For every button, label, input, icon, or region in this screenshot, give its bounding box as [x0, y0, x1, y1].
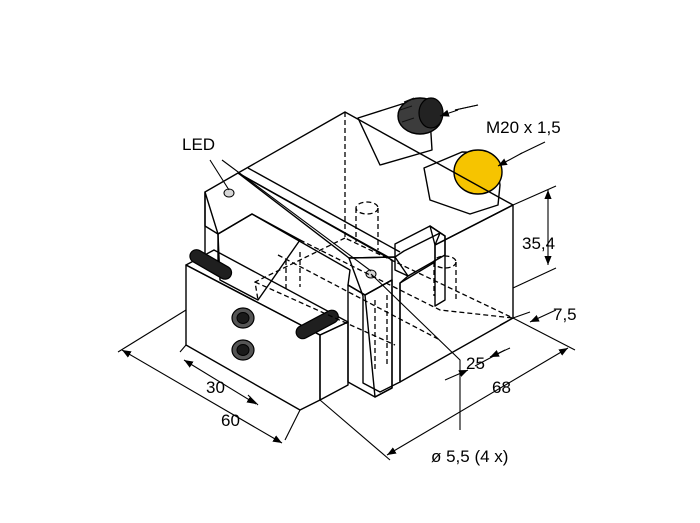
hidden-lines [254, 112, 514, 370]
housing-right-face [399, 204, 514, 383]
holes-dimension-label: ø 5,5 (4 x) [431, 447, 508, 466]
mounting-bracket [185, 172, 393, 411]
led-label: LED [182, 135, 215, 154]
dimension-lines [117, 104, 576, 461]
thread-label: M20 x 1,5 [486, 118, 561, 137]
connector-glands [357, 97, 503, 215]
bracket-slot-right [295, 309, 339, 340]
bracket-slot-left [189, 249, 233, 280]
height-dimension-label: 35,4 [522, 234, 555, 253]
bracket-holes [231, 307, 255, 361]
depth-small-dimension-label: 25 [466, 354, 485, 373]
depth-total-dimension-label: 68 [492, 378, 511, 397]
led-indicator-left [223, 188, 235, 198]
offset-dimension-label: 7,5 [553, 305, 577, 324]
width-total-dimension-label: 60 [221, 411, 240, 430]
width-small-dimension-label: 30 [206, 378, 225, 397]
bracket-right-upright [347, 279, 393, 398]
